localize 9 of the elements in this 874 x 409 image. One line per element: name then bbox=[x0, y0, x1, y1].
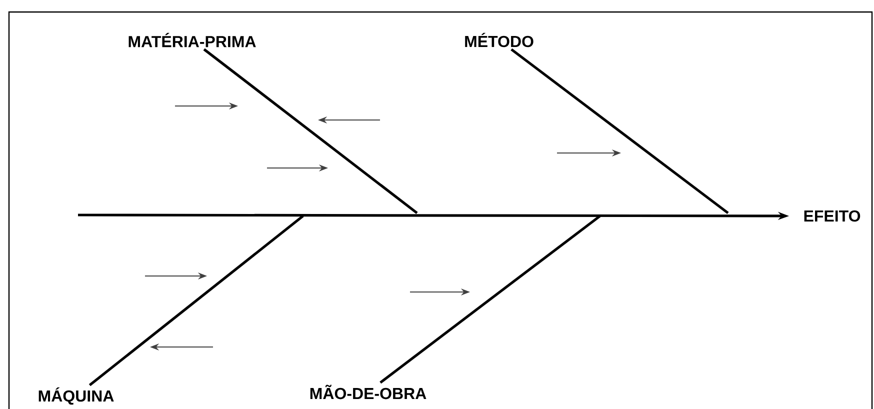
category-label: MÁQUINA bbox=[38, 387, 114, 405]
bone-line bbox=[510, 48, 729, 214]
category-label: MÃO-DE-OBRA bbox=[310, 384, 426, 400]
category-label: MATÉRIA-PRIMA bbox=[128, 32, 256, 48]
category-label: EFEITO bbox=[804, 210, 860, 222]
bone-line bbox=[380, 214, 601, 384]
bone-line bbox=[88, 214, 304, 386]
bone-line bbox=[203, 48, 418, 214]
category-label: MÉTODO bbox=[465, 32, 534, 48]
